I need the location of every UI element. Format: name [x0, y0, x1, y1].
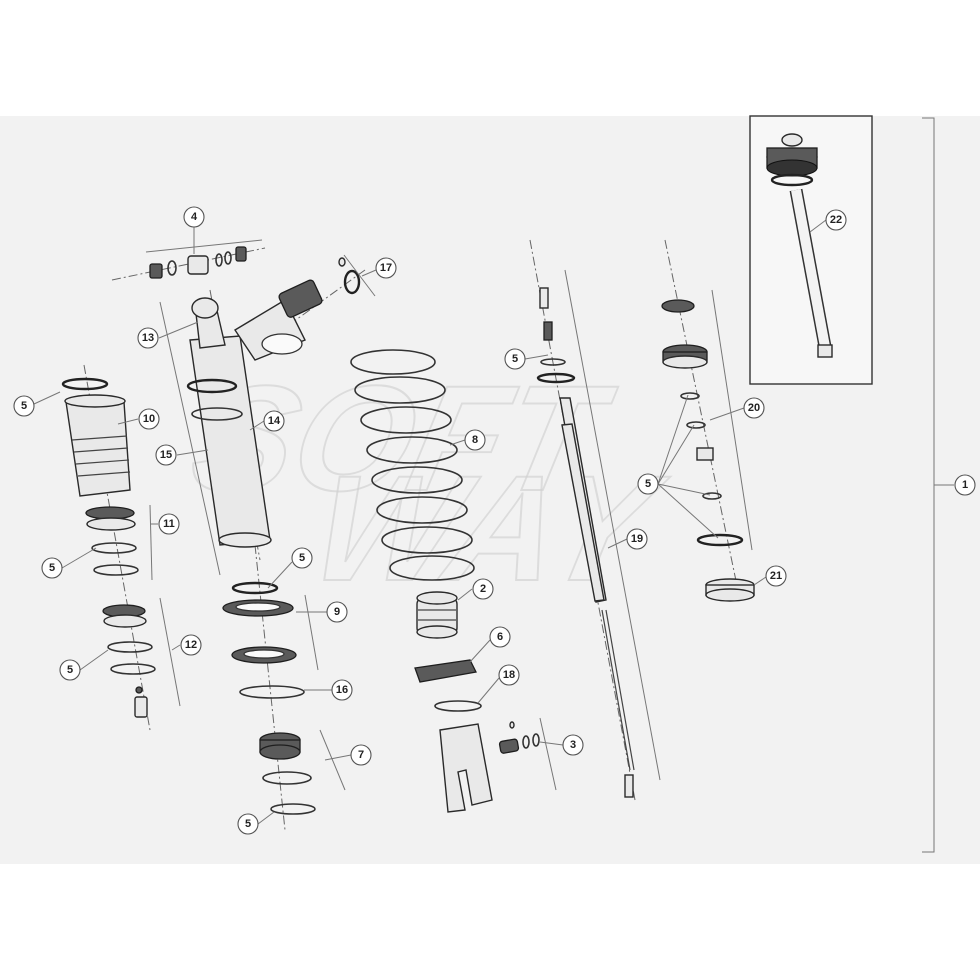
shock-shaft-drawing: [766, 133, 833, 358]
callout-1[interactable]: 1: [954, 474, 976, 496]
damper-rod: [536, 269, 661, 798]
callout-6-label: 6: [497, 631, 503, 643]
callout-5-c-label: 5: [67, 664, 73, 676]
callout-11-label: 11: [163, 518, 175, 530]
callout-5-e-label: 5: [245, 818, 251, 830]
callout-5-g-label: 5: [645, 478, 651, 490]
callout-5-b[interactable]: 5: [41, 557, 63, 579]
callout-5-a[interactable]: 5: [13, 395, 35, 417]
callout-6[interactable]: 6: [489, 626, 511, 648]
callout-5-b-label: 5: [49, 562, 55, 574]
callout-5-a-label: 5: [21, 400, 27, 412]
right-stack-parts: [661, 289, 755, 602]
callout-5-g[interactable]: 5: [637, 473, 659, 495]
callout-22-label: 22: [830, 214, 842, 226]
callout-5-d-label: 5: [299, 552, 305, 564]
coil-spring: [350, 349, 475, 581]
stack-bracket-lines: [145, 239, 557, 791]
callout-4[interactable]: 4: [183, 206, 205, 228]
callout-16[interactable]: 16: [331, 679, 353, 701]
callout-10[interactable]: 10: [138, 408, 160, 430]
leader-lines: [33, 219, 827, 825]
callouts: 1 2 3 4 5 5 5 5 5 5 5 6 7 8 9 10 11 12 1…: [13, 206, 976, 835]
callout-20-label: 20: [748, 402, 760, 414]
callout-9[interactable]: 9: [326, 601, 348, 623]
callout-5-d[interactable]: 5: [291, 547, 313, 569]
callout-5-c[interactable]: 5: [59, 659, 81, 681]
callout-3[interactable]: 3: [562, 734, 584, 756]
callout-21[interactable]: 21: [765, 565, 787, 587]
callout-3-label: 3: [570, 739, 576, 751]
callout-14[interactable]: 14: [263, 410, 285, 432]
part-4-hardware-row: [149, 246, 247, 279]
callout-1-label: 1: [962, 479, 968, 491]
callout-2-label: 2: [480, 583, 486, 595]
callout-7[interactable]: 7: [350, 744, 372, 766]
callout-14-label: 14: [268, 415, 281, 427]
callout-21-label: 21: [770, 570, 782, 582]
callout-13[interactable]: 13: [137, 327, 159, 349]
shock-body: [186, 257, 361, 548]
callout-18-label: 18: [503, 669, 515, 681]
callout-18[interactable]: 18: [498, 664, 520, 686]
callout-7-label: 7: [358, 749, 364, 761]
callout-19-label: 19: [631, 533, 643, 545]
callout-11[interactable]: 11: [158, 513, 180, 535]
callout-17[interactable]: 17: [375, 257, 397, 279]
callout-19[interactable]: 19: [626, 528, 648, 550]
callout-10-label: 10: [143, 413, 155, 425]
callout-16-label: 16: [336, 684, 348, 696]
callout-4-label: 4: [191, 211, 198, 223]
callout-9-label: 9: [334, 606, 340, 618]
callout-5-f[interactable]: 5: [504, 348, 526, 370]
callout-2[interactable]: 2: [472, 578, 494, 600]
callout-22[interactable]: 22: [825, 209, 847, 231]
callout-17-label: 17: [380, 262, 392, 274]
callout-8[interactable]: 8: [464, 429, 486, 451]
callout-13-label: 13: [142, 332, 154, 344]
callout-12[interactable]: 12: [180, 634, 202, 656]
callout-5-f-label: 5: [512, 353, 518, 365]
callout-12-label: 12: [185, 639, 197, 651]
part-22-box: [749, 115, 873, 385]
callout-20[interactable]: 20: [743, 397, 765, 419]
callout-15[interactable]: 15: [155, 444, 177, 466]
middle-stack-parts: [222, 581, 316, 815]
lower-center-parts: [414, 591, 540, 813]
callout-15-label: 15: [160, 449, 172, 461]
callout-5-e[interactable]: 5: [237, 813, 259, 835]
left-stack-parts: [61, 377, 156, 718]
assembly-bracket: [922, 117, 954, 853]
callout-8-label: 8: [472, 434, 478, 446]
